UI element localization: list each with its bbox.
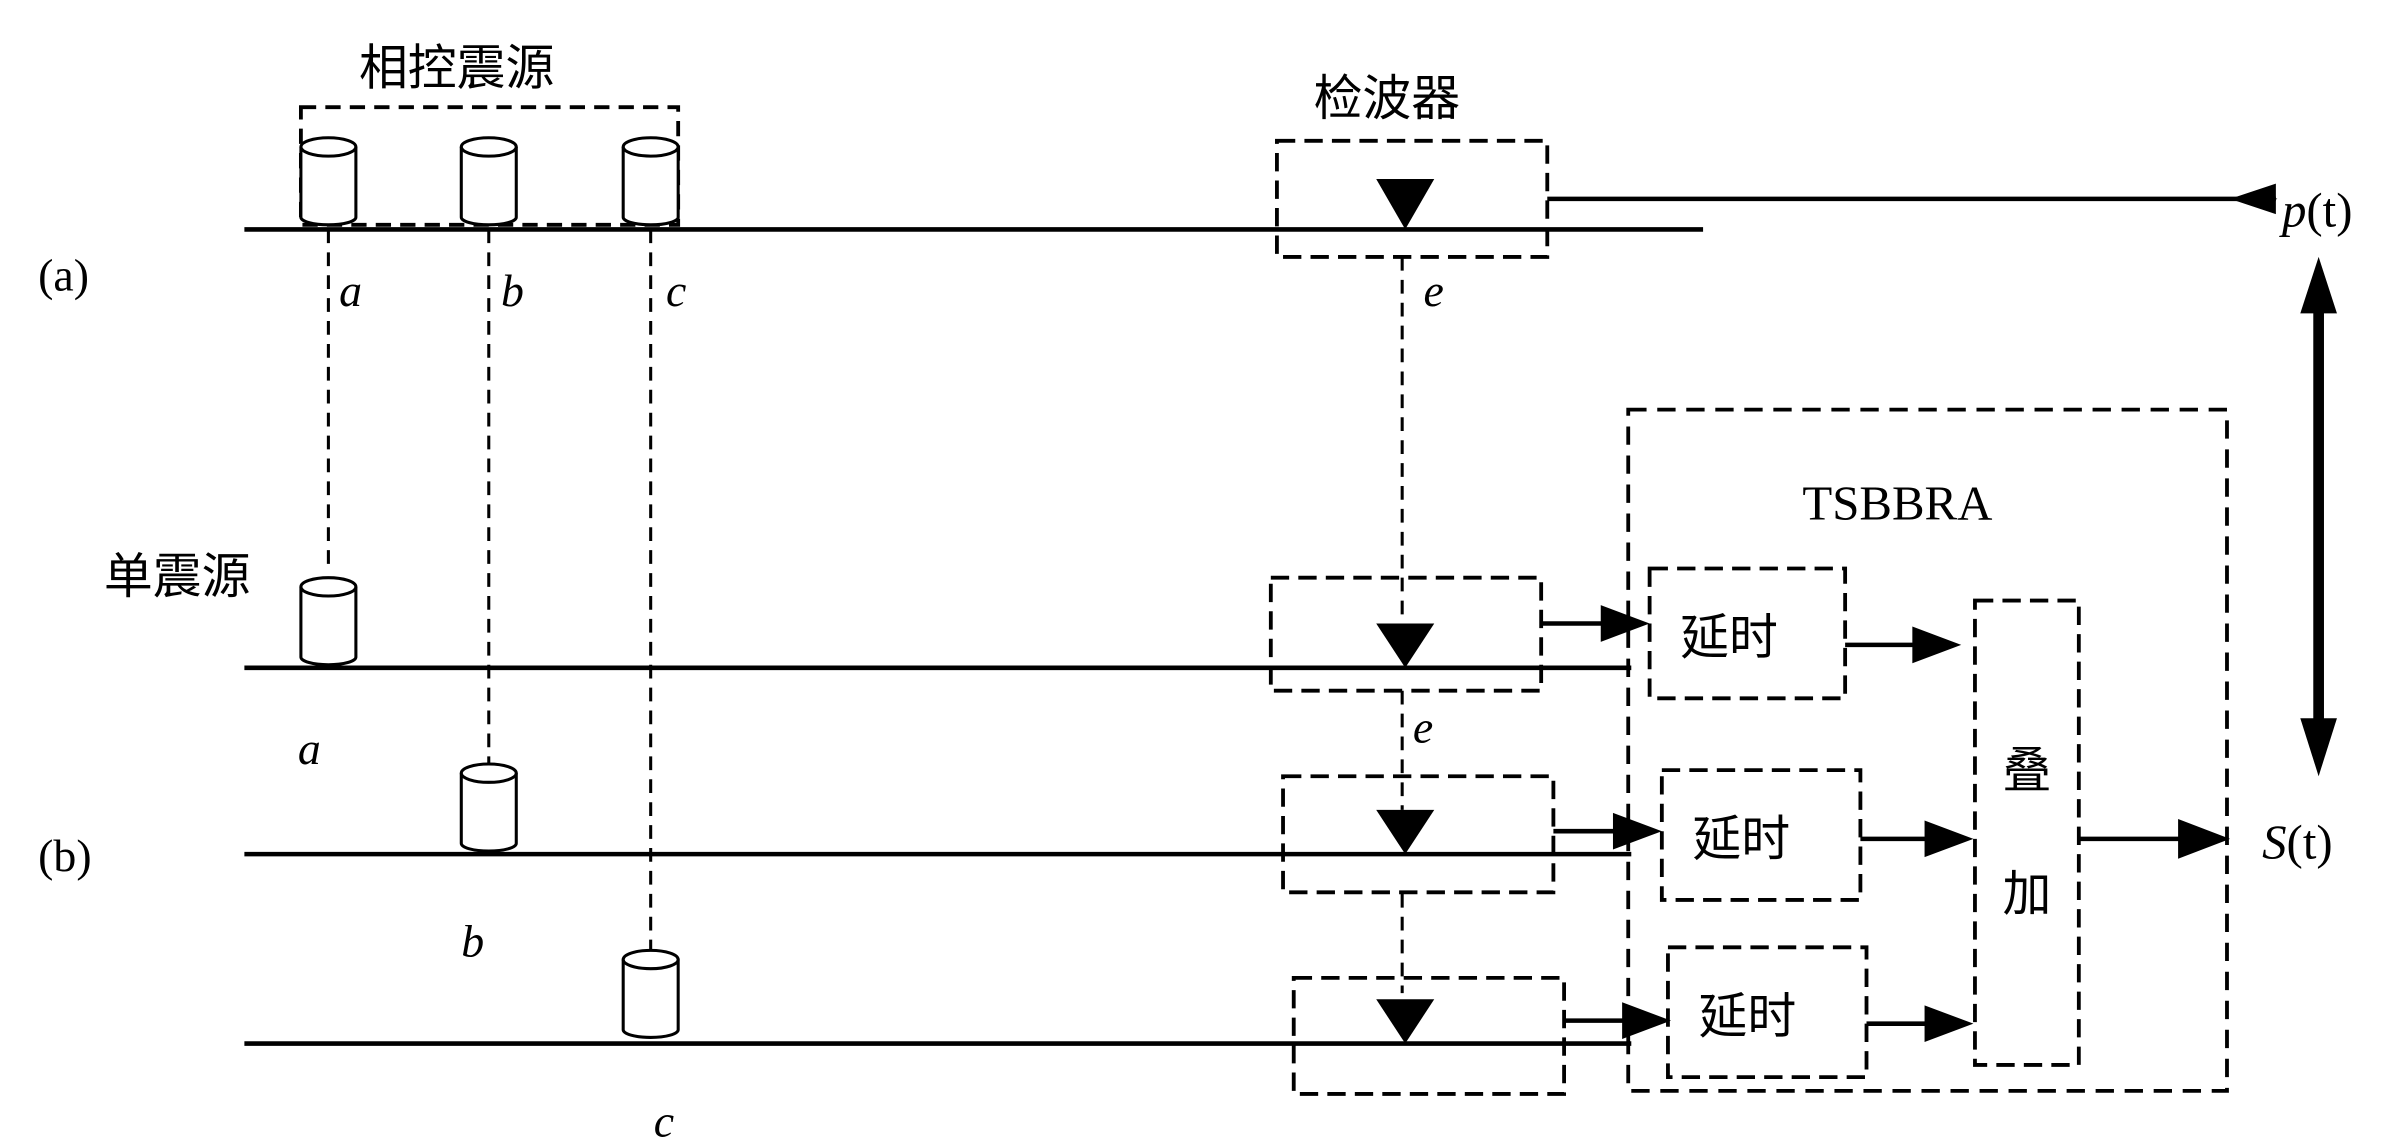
source-b-icon (459, 136, 518, 227)
row-3-arrow-to-stack (1924, 1005, 1974, 1043)
detector-box (1275, 138, 1550, 259)
row-1-delay-box (1647, 566, 1848, 701)
detector-label: 检波器 (1314, 70, 1461, 127)
row-3: c 延时 (244, 945, 1974, 1137)
row-2-geophone-icon (1376, 809, 1435, 855)
single-source-b-icon (459, 762, 518, 853)
row-1-delay-label: 延时 (1680, 609, 1778, 666)
row-1: a e 延时 (244, 566, 1962, 774)
source-a-icon (299, 136, 358, 227)
single-source-c-icon (621, 948, 680, 1039)
correspondence-lines (326, 229, 1404, 994)
panel-a-label: (a) (38, 250, 89, 301)
row-3-arrow-to-delay (1622, 1002, 1672, 1039)
row-2-arrow-to-stack (1924, 820, 1974, 858)
row-1-point-e-label: e (1413, 702, 1433, 753)
row-2-delay-label: 延时 (1692, 811, 1790, 868)
output-s-label: S(t) (2262, 815, 2333, 870)
tsbbra-label: TSBBRA (1802, 476, 1992, 531)
panel-b-label: (b) (38, 830, 91, 881)
comparison-double-arrow (2300, 256, 2337, 777)
row-3-delay-label: 延时 (1698, 988, 1796, 1045)
row-2: b 延时 (244, 762, 1974, 966)
point-c-label: c (666, 265, 686, 316)
stack-box (1973, 598, 2081, 1067)
geophone-icon (1376, 179, 1435, 230)
row-2-detector-box (1281, 774, 1556, 895)
point-a-label: a (339, 265, 362, 316)
stack-label-bottom: 加 (2002, 866, 2051, 923)
row-3-geophone-icon (1376, 999, 1435, 1044)
row-1-arrow-to-stack (1912, 626, 1962, 664)
row-2-arrow-to-delay (1612, 812, 1662, 850)
row-2-point-b-label: b (461, 915, 484, 966)
row-1-arrow-to-delay (1600, 605, 1650, 642)
row-3-detector-box (1291, 975, 1566, 1096)
row-2-delay-box (1659, 768, 1863, 902)
source-c-icon (621, 136, 680, 227)
single-source-a-icon (299, 576, 358, 667)
output-p-arrowhead (2230, 183, 2276, 215)
row-3-point-c-label: c (654, 1096, 674, 1137)
single-source-label: 单震源 (104, 548, 251, 605)
stack-label-top: 叠 (2002, 742, 2051, 799)
point-b-label: b (501, 265, 524, 316)
row-3-delay-box (1666, 945, 1869, 1080)
row-1-point-a-label: a (298, 723, 321, 774)
row-1-geophone-icon (1376, 623, 1435, 668)
point-e-label: e (1424, 265, 1444, 316)
tsbbra-box (1626, 407, 2229, 1093)
output-p-label: p(t) (2279, 182, 2353, 237)
phased-source-label: 相控震源 (359, 39, 554, 96)
panel-b: (b) 单震源 TSBBRA a e 延时 (38, 407, 2333, 1137)
panel-a: (a) 相控震源 a b c 检波器 e p(t) (38, 39, 2352, 315)
output-s-arrow (2178, 818, 2231, 859)
